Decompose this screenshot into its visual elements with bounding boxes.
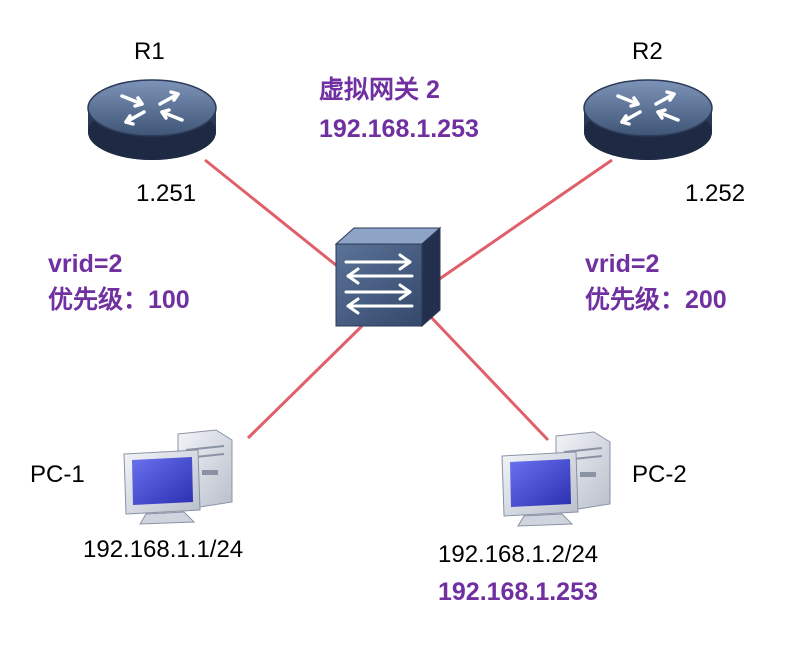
pc-2-label: PC-2 (632, 461, 687, 488)
router-r2-label: R2 (632, 38, 663, 65)
link-r2-switch (437, 158, 613, 282)
virtual-gateway-ip: 192.168.1.253 (319, 115, 479, 143)
virtual-gateway-title: 虚拟网关 2 (319, 76, 440, 104)
network-links (204, 158, 613, 442)
pc-2-ip: 192.168.1.2/24 (438, 541, 599, 568)
router-r2-icon (583, 79, 713, 160)
switch-icon (334, 226, 442, 328)
r2-priority: 优先级：200 (585, 286, 727, 314)
router-r1-label: R1 (134, 38, 165, 65)
pc-1-ip: 192.168.1.1/24 (83, 536, 244, 563)
router-r1-icon (87, 79, 217, 160)
pc-1-label: PC-1 (30, 461, 85, 488)
pc-2-icon (501, 431, 611, 527)
pc-2-gateway-ip: 192.168.1.253 (438, 578, 598, 606)
link-switch-pc2 (426, 312, 550, 442)
r1-vrid: vrid=2 (48, 250, 123, 278)
r2-vrid: vrid=2 (585, 250, 660, 278)
pc-1-icon (123, 429, 233, 525)
link-switch-pc1 (246, 324, 364, 440)
link-r1-switch (204, 158, 353, 280)
router-r1-interface-ip: 1.251 (136, 180, 197, 207)
r1-priority: 优先级：100 (48, 286, 190, 314)
router-r2-interface-ip: 1.252 (685, 180, 746, 207)
